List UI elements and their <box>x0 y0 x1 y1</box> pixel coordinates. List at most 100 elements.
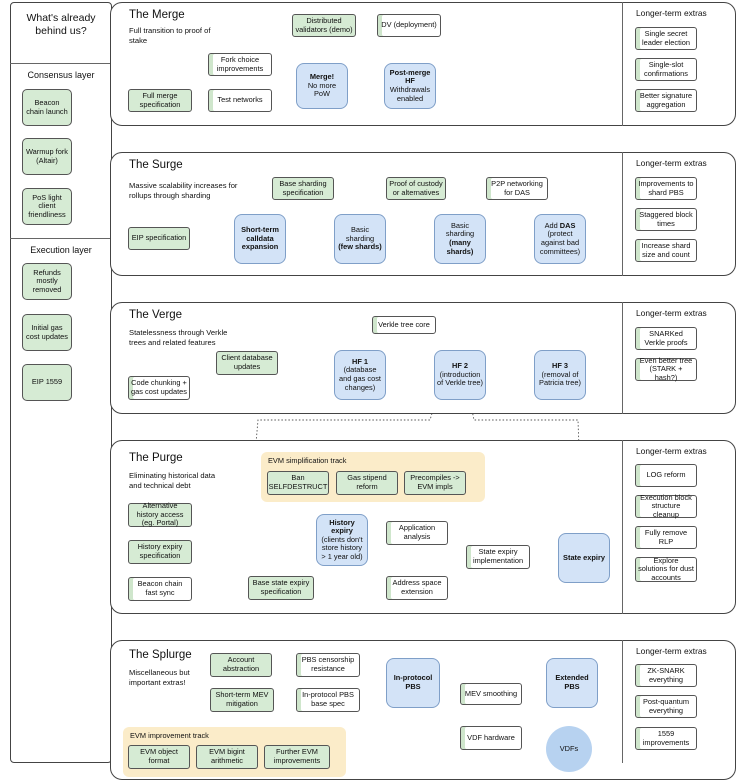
node-basic-sharding-few: Basic sharding (few shards) <box>334 214 386 264</box>
node-distributed-validators: Distributed validators (demo) <box>292 14 356 37</box>
node-few-title: Basic sharding <box>345 225 375 243</box>
extra-single-secret-leader: Single secret leader election <box>635 27 697 50</box>
node-hf1-sub: (database and gas cost changes) <box>339 365 381 392</box>
evm-improvement-label: EVM improvement track <box>130 731 209 740</box>
node-eip-spec: EIP specification <box>128 227 190 250</box>
node-state-expiry: State expiry <box>558 533 610 583</box>
surge-panel <box>110 152 736 276</box>
node-short-term-mev: Short-term MEV mitigation <box>210 688 274 712</box>
track-evm-object-format: EVM object format <box>128 745 190 769</box>
sidebar-item-light-client: PoS light client friendliness <box>22 188 72 225</box>
extra-signature-aggregation: Better signature aggregation <box>635 89 697 112</box>
extra-shard-pbs: Improvements to shard PBS <box>635 177 697 200</box>
purge-subtitle: Eliminating historical data and technica… <box>129 471 216 490</box>
extras-divider <box>622 302 623 414</box>
node-extended-pbs: Extended PBS <box>546 658 598 708</box>
node-history-spec: History expiry specification <box>128 540 192 564</box>
extra-log-reform: LOG reform <box>635 464 697 487</box>
node-merge-title: Merge! <box>309 72 335 82</box>
node-hf2-sub: (introduction of Verkle tree) <box>437 369 484 388</box>
node-hf3: HF 3 (removal of Patricia tree) <box>534 350 586 400</box>
node-many-sub: (many shards) <box>446 238 474 256</box>
sidebar-item-eip1559: EIP 1559 <box>22 364 72 401</box>
consensus-layer-label: Consensus layer <box>27 70 95 80</box>
splurge-subtitle: Miscellaneous but important extras! <box>129 668 190 687</box>
surge-title: The Surge <box>129 159 183 171</box>
node-hf2-title: HF 2 <box>451 361 468 371</box>
extras-divider <box>622 2 623 126</box>
track-further-evm: Further EVM improvements <box>264 745 330 769</box>
node-merge-sub: No more PoW <box>307 80 337 99</box>
verge-title: The Verge <box>129 309 183 321</box>
node-das-title: DAS <box>559 220 576 230</box>
node-client-db: Client database updates <box>216 351 278 375</box>
node-das-sub: (protect against bad committees) <box>539 229 581 256</box>
sidebar-item-refunds: Refunds mostly removed <box>22 263 72 300</box>
sidebar-item-beacon-chain: Beacon chain launch <box>22 89 72 126</box>
sidebar-item-altair: Warmup fork (Altair) <box>22 138 72 175</box>
node-pbs-censorship: PBS censorship resistance <box>296 653 360 677</box>
sidebar-divider <box>10 238 112 239</box>
sidebar-item-gas-cost: Initial gas cost updates <box>22 314 72 351</box>
node-mev-smoothing: MEV smoothing <box>460 683 522 705</box>
node-calldata-expansion: Short-term calldata expansion <box>234 214 286 264</box>
node-history-sub: (clients don't store history > 1 year ol… <box>321 534 363 561</box>
sidebar-title: What's already behind us? <box>26 12 96 37</box>
merge-extras-label: Longer-term extras <box>636 8 707 18</box>
node-das-pre: Add <box>544 220 558 230</box>
extra-single-slot: Single-slot confirmations <box>635 58 697 81</box>
node-proof-of-custody: Proof of custody or alternatives <box>386 177 446 200</box>
splurge-title: The Splurge <box>129 649 192 661</box>
node-post-merge-sub: Withdrawals enabled <box>389 85 431 103</box>
extra-remove-rlp: Fully remove RLP <box>635 526 697 549</box>
extra-snarked-verkle: SNARKed Verkle proofs <box>635 327 697 350</box>
purge-title: The Purge <box>129 452 183 464</box>
extra-dust-accounts: Explore solutions for dust accounts <box>635 556 697 582</box>
extra-shard-size: Increase shard size and count <box>635 239 697 262</box>
node-account-abstraction: Account abstraction <box>210 653 272 677</box>
purge-extras-label: Longer-term extras <box>636 446 707 456</box>
surge-extras-label: Longer-term extras <box>636 158 707 168</box>
node-merge: Merge! No more PoW <box>296 63 348 109</box>
node-test-networks: Test networks <box>208 89 272 112</box>
extra-staggered-blocks: Staggered block times <box>635 208 697 231</box>
node-address-extension: Address space extension <box>386 576 448 600</box>
node-history-expiry: History expiry (clients don't store hist… <box>316 514 368 566</box>
node-base-state-spec: Base state expiry specification <box>248 576 314 600</box>
extra-1559-improvements: 1559 improvements <box>635 727 697 750</box>
merge-title: The Merge <box>129 9 185 21</box>
track-gas-stipend: Gas stipend reform <box>336 471 398 495</box>
track-evm-bigint: EVM bigint arithmetic <box>196 745 258 769</box>
extra-better-tree: Even better tree (STARK + hash?) <box>635 356 697 382</box>
node-vdf-hardware: VDF hardware <box>460 726 522 750</box>
node-hf1: HF 1 (database and gas cost changes) <box>334 350 386 400</box>
extra-post-quantum: Post-quantum everything <box>635 695 697 718</box>
evm-simplification-label: EVM simplification track <box>268 456 347 465</box>
node-hf3-title: HF 3 <box>551 361 568 371</box>
node-state-expiry-impl: State expiry implementation <box>466 545 530 569</box>
node-fork-choice: Fork choice improvements <box>208 53 272 76</box>
node-history-title: History expiry <box>329 517 355 536</box>
sidebar-divider <box>10 63 112 64</box>
verge-extras-label: Longer-term extras <box>636 308 707 318</box>
track-precompiles: Precompiles -> EVM impls <box>404 471 466 495</box>
node-add-das: Add DAS (protect against bad committees) <box>534 214 586 264</box>
node-code-chunking: Code chunking + gas cost updates <box>128 376 190 400</box>
node-hf2: HF 2 (introduction of Verkle tree) <box>434 350 486 400</box>
extras-divider <box>622 152 623 276</box>
node-hf1-title: HF 1 <box>351 356 368 366</box>
execution-layer-label: Execution layer <box>30 245 92 255</box>
node-p2p-das: P2P networking for DAS <box>486 177 548 200</box>
node-hf3-sub: (removal of Patricia tree) <box>539 369 581 388</box>
surge-subtitle: Massive scalability increases for rollup… <box>129 181 238 200</box>
extra-zk-snark: ZK-SNARK everything <box>635 664 697 687</box>
node-post-merge-hf: Post-merge HF Withdrawals enabled <box>384 63 436 109</box>
node-full-merge-spec: Full merge specification <box>128 89 192 112</box>
node-dv-deployment: DV (deployment) <box>377 14 441 37</box>
node-post-merge-title: Post-merge HF <box>389 67 431 86</box>
node-many-title: Basic sharding <box>445 220 475 239</box>
node-basic-sharding-many: Basic sharding (many shards) <box>434 214 486 264</box>
node-inprotocol-pbs-base: In-protocol PBS base spec <box>296 688 360 712</box>
node-beacon-sync: Beacon chain fast sync <box>128 577 192 601</box>
node-vdfs: VDFs <box>546 726 592 772</box>
